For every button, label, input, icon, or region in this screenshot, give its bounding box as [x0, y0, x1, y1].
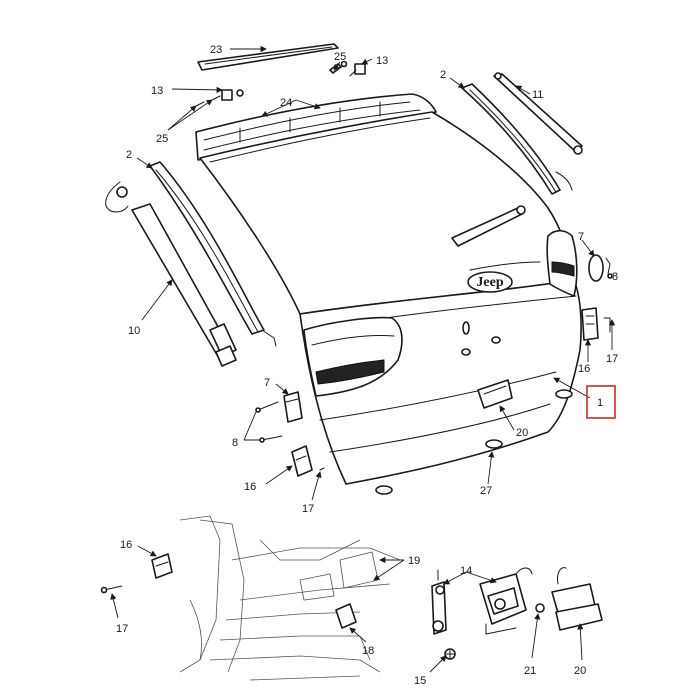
right-lamp-gasket	[588, 254, 613, 282]
callout-7: 7	[578, 231, 584, 243]
latch-assembly	[431, 567, 533, 635]
callout-25: 25	[156, 133, 168, 145]
right-bumper-stop	[581, 307, 611, 341]
callout-14: 14	[460, 565, 472, 577]
left-lamp-bracket	[255, 391, 303, 443]
body-opening-detail	[100, 515, 401, 681]
roof-spoiler-strip	[197, 43, 339, 71]
callout-13: 13	[151, 85, 163, 97]
callout-21: 21	[524, 665, 536, 677]
callout-13: 13	[376, 55, 388, 67]
callout-7: 7	[264, 377, 270, 389]
top-fasteners	[195, 60, 366, 107]
right-side-trim	[461, 72, 583, 195]
callout-18: 18	[362, 645, 374, 657]
highlight-box	[586, 385, 616, 419]
callout-2: 2	[440, 69, 446, 81]
callout-17: 17	[302, 503, 314, 515]
release-handle	[551, 567, 603, 631]
callout-23: 23	[210, 44, 222, 56]
callout-17: 17	[606, 353, 618, 365]
jeep-emblem: Jeep	[476, 275, 503, 290]
callout-17: 17	[116, 623, 128, 635]
liftgate-panel: Jeep	[195, 93, 582, 495]
left-bumper-stop	[291, 445, 325, 477]
leader-lines	[110, 45, 616, 673]
callout-10: 10	[128, 325, 140, 337]
callout-16: 16	[578, 363, 590, 375]
callout-1: 1	[597, 397, 603, 409]
callout-20: 20	[516, 427, 528, 439]
callout-labels: 23 25 13 13 25 24 2 2 11 10 7 8 16 17 1 …	[116, 44, 618, 687]
liftgate-support-strut	[105, 181, 237, 367]
callout-8: 8	[612, 271, 618, 283]
callout-16: 16	[244, 481, 256, 493]
callout-11: 11	[532, 89, 543, 101]
callout-19: 19	[408, 555, 420, 567]
small-bolts-bottom	[444, 603, 545, 660]
callout-2: 2	[126, 149, 132, 161]
callout-15: 15	[414, 675, 426, 687]
callout-20: 20	[574, 665, 586, 677]
callout-25: 25	[334, 51, 346, 63]
left-side-trim	[149, 161, 277, 347]
callout-27: 27	[480, 485, 492, 497]
callout-24: 24	[280, 97, 292, 109]
callout-16: 16	[120, 539, 132, 551]
callout-8: 8	[232, 437, 238, 449]
